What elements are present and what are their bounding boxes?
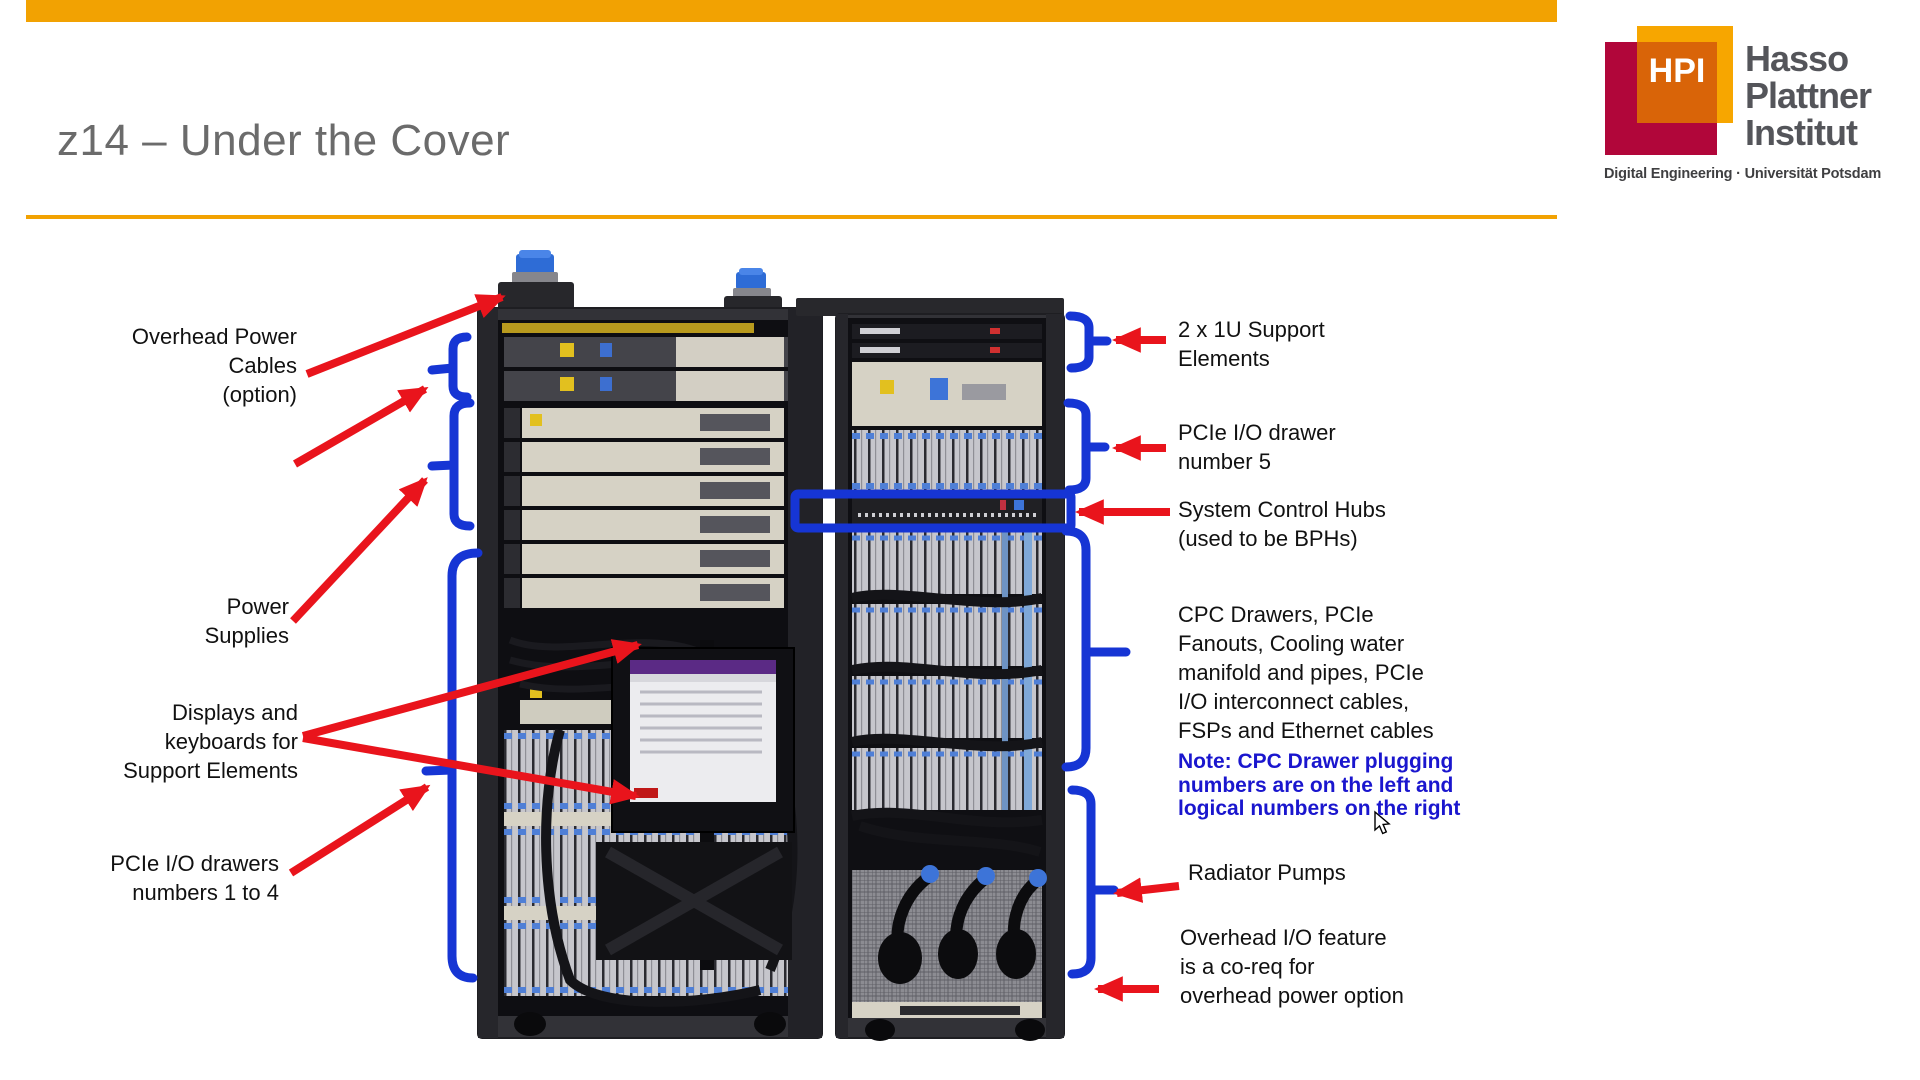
page-title: z14 – Under the Cover — [57, 116, 511, 165]
label-pcie-drawers-1-4: PCIe I/O drawers numbers 1 to 4 — [110, 851, 279, 905]
label-system-control-hubs: System Control Hubs (used to be BPHs) — [1178, 497, 1386, 551]
pcie-drawer-5-band — [852, 430, 1042, 492]
cpc-cables — [850, 589, 1044, 857]
keyboard-tray-bracket — [596, 842, 792, 960]
left-rack-frame — [477, 250, 823, 1039]
overhead-power-connector-left — [498, 250, 574, 312]
radiator-pumps-area — [852, 865, 1047, 1002]
brace-power-supplies — [427, 398, 475, 531]
logo-overlap-square — [1637, 42, 1717, 123]
system-control-hubs-band — [852, 496, 1042, 526]
label-power-supplies: Power Supplies — [204, 594, 289, 648]
brace-pcie-drawer-5 — [1063, 398, 1110, 495]
label-cpc-drawers: CPC Drawers, PCIe Fanouts, Cooling water… — [1178, 602, 1434, 743]
title-divider — [26, 215, 1557, 219]
logo-abbr: HPI — [1648, 52, 1706, 90]
label-overhead-io: Overhead I/O feature is a co-req for ove… — [1180, 925, 1404, 1008]
arrow-displays-upper — [301, 639, 642, 740]
brace-overhead-power — [427, 332, 472, 402]
top-accent-bar — [26, 0, 1557, 22]
arrow-displays-lower — [302, 734, 640, 805]
brace-cpc-drawers — [1061, 526, 1131, 772]
label-radiator-pumps: Radiator Pumps — [1188, 860, 1346, 885]
right-rack-frame — [796, 298, 1065, 1041]
logo-subtitle: Digital Engineering · Universität Potsda… — [1604, 166, 1882, 182]
z14-rack-figure — [288, 250, 1391, 1041]
arrow-overhead-power-2 — [293, 385, 429, 468]
highlight-box-system-control-hubs — [790, 489, 1076, 533]
power-units — [504, 337, 788, 401]
mouse-cursor-icon — [1374, 810, 1391, 835]
arrow-pcie-drawers-1-4 — [288, 783, 431, 877]
label-support-elements: 2 x 1U Support Elements — [1178, 317, 1325, 371]
brace-support-elements — [1065, 311, 1112, 373]
cpc-drawer-bands — [850, 532, 1044, 857]
label-displays-keyboards: Displays and keyboards for Support Eleme… — [123, 700, 298, 783]
support-element-units — [852, 324, 1042, 358]
arrow-radiator-pumps — [1113, 877, 1180, 903]
support-element-display — [611, 640, 795, 970]
power-supply-drawers — [504, 408, 784, 698]
brace-radiator-pumps — [1067, 785, 1119, 979]
logo-institute-name: Hasso Plattner Institut — [1745, 38, 1872, 153]
label-pcie-drawer-5: PCIe I/O drawer number 5 — [1178, 420, 1336, 474]
label-overhead-power-cables: Overhead Power Cables (option) — [131, 324, 297, 407]
label-cpc-note: Note: CPC Drawer plugging numbers are on… — [1178, 750, 1461, 820]
arrow-power-supplies — [290, 477, 428, 624]
arrow-overhead-power-1 — [305, 293, 506, 378]
